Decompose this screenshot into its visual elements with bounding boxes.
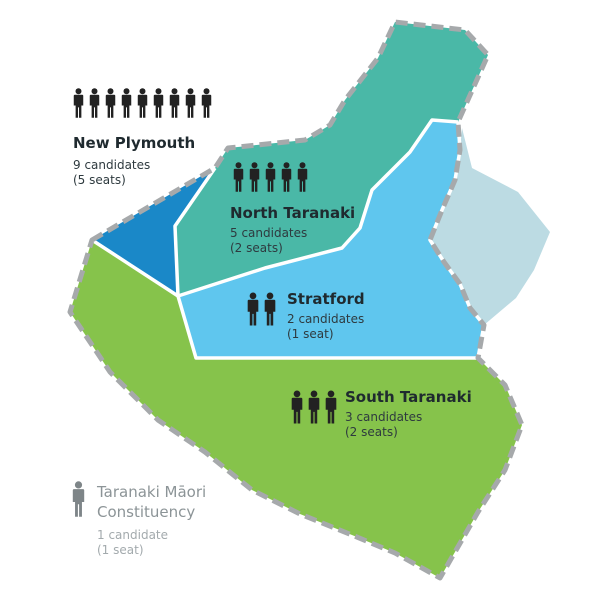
- person-icon: [308, 390, 320, 424]
- person-icon: [89, 88, 100, 118]
- person-icon: [153, 88, 164, 118]
- constituency-name-line1: Taranaki Māori: [97, 483, 207, 501]
- candidates-count: 5 candidates: [230, 225, 308, 240]
- person-icon: [73, 88, 84, 118]
- label-stratford: Stratford 2 candidates (1 seat): [287, 290, 365, 342]
- person-icon: [105, 88, 116, 118]
- person-icon: [72, 481, 85, 517]
- person-icon: [137, 88, 148, 118]
- region-name: North Taranaki: [230, 204, 356, 222]
- person-icon: [325, 390, 337, 424]
- label-taranaki-maori-counts: 1 candidate (1 seat): [97, 528, 168, 558]
- person-icon: [121, 88, 132, 118]
- seats-count: (2 seats): [230, 240, 283, 255]
- region-name: South Taranaki: [345, 388, 472, 406]
- region-north-taranaki: [175, 22, 488, 296]
- border-north-stratford: [177, 118, 459, 298]
- seats-count: (1 seat): [97, 543, 144, 557]
- seats-count: (2 seats): [345, 424, 398, 439]
- region-name: Stratford: [287, 290, 365, 308]
- label-north-taranaki: North Taranaki 5 candidates (2 seats): [230, 204, 355, 256]
- person-icon: [249, 162, 260, 192]
- candidates-count: 9 candidates: [73, 157, 151, 172]
- region-name: New Plymouth: [73, 134, 196, 152]
- person-icon: [265, 162, 276, 192]
- seats-count: (1 seat): [287, 326, 334, 341]
- region-neighbour: [430, 128, 550, 325]
- people-icons-south-taranaki: [290, 390, 338, 424]
- candidates-count: 2 candidates: [287, 311, 365, 326]
- district-boundary: [67, 19, 525, 581]
- person-icon: [291, 390, 303, 424]
- constituency-name-line2: Constituency: [97, 503, 196, 522]
- people-icons-maori: [71, 481, 86, 517]
- border-stratford-south: [176, 295, 478, 360]
- person-icon: [169, 88, 180, 118]
- label-new-plymouth: New Plymouth 9 candidates (5 seats): [73, 134, 195, 188]
- seats-count: (5 seats): [73, 172, 126, 187]
- person-icon: [247, 292, 259, 326]
- person-icon: [297, 162, 308, 192]
- border-new-plymouth-south: [91, 238, 179, 298]
- border-new-plymouth-north: [173, 167, 217, 297]
- person-icon: [281, 162, 292, 192]
- people-icons-stratford: [246, 292, 277, 326]
- candidates-count: 1 candidate: [97, 528, 169, 542]
- person-icon: [185, 88, 196, 118]
- person-icon: [264, 292, 276, 326]
- label-south-taranaki: South Taranaki 3 candidates (2 seats): [345, 388, 472, 440]
- people-icons-north-taranaki: [232, 162, 309, 192]
- person-icon: [201, 88, 212, 118]
- people-icons-new-plymouth: [72, 88, 213, 118]
- label-taranaki-maori: Taranaki Māori Constituency: [97, 482, 206, 523]
- person-icon: [233, 162, 244, 192]
- candidates-count: 3 candidates: [345, 409, 423, 424]
